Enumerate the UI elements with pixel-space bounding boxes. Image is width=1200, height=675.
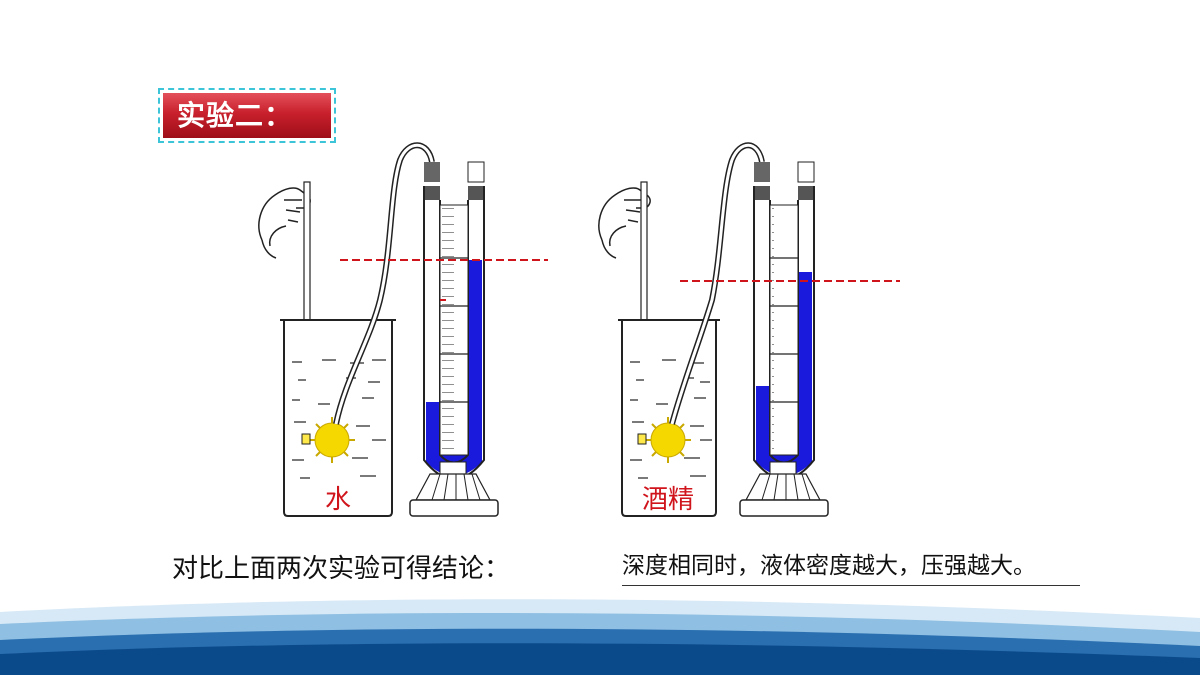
hand-icon bbox=[598, 187, 651, 259]
footer-wave bbox=[0, 599, 1200, 675]
title-badge: 实验二： bbox=[158, 88, 336, 143]
u-tube-manometer bbox=[409, 161, 499, 517]
slide-title: 实验二： bbox=[163, 93, 331, 138]
conclusion-prompt: 对比上面两次实验可得结论： bbox=[172, 554, 511, 584]
pressure-probe-icon bbox=[301, 417, 355, 463]
answer-underline bbox=[622, 585, 1080, 586]
pressure-probe-icon bbox=[637, 417, 691, 463]
apparatus-water: 水 bbox=[258, 142, 548, 517]
liquid-texture bbox=[292, 359, 386, 479]
conclusion-answer: 深度相同时，液体密度越大，压强越大。 bbox=[622, 553, 1036, 579]
u-tube-manometer bbox=[739, 161, 829, 517]
beaker-label-alcohol: 酒精 bbox=[642, 485, 694, 515]
beaker-label-water: 水 bbox=[325, 485, 351, 515]
apparatus-alcohol: 酒精 bbox=[598, 142, 900, 517]
hand-icon bbox=[258, 187, 311, 259]
